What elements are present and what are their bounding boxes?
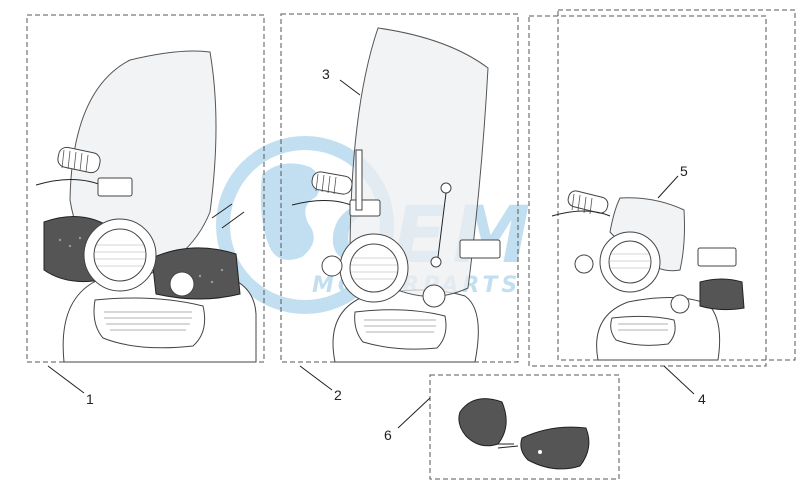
assembly-2-mount-knob-lower (430, 256, 442, 268)
assembly-2-mount-knob-upper (440, 182, 452, 194)
assembly-6-right-handguard (520, 426, 590, 470)
assembly-6-handguards (429, 374, 620, 480)
callout-2: 2 (334, 387, 342, 403)
leader-line-4 (663, 365, 695, 395)
assembly-6-frame (429, 374, 620, 480)
assembly-1-right-handguard (151, 247, 241, 300)
leader-line-6 (397, 397, 431, 429)
callout-3: 3 (322, 66, 330, 82)
assembly-4-flyscreen-kit (528, 9, 796, 367)
assembly-2-windshield-kit (280, 13, 519, 363)
callout-1: 1 (86, 391, 94, 407)
assembly-2-frame (280, 13, 519, 363)
leader-line-1 (47, 365, 85, 394)
leader-line-2 (299, 365, 333, 391)
assembly-4-frame-front (528, 15, 767, 367)
callout-6: 6 (384, 427, 392, 443)
leader-line-3 (339, 79, 361, 96)
assembly-6-left-handguard (458, 398, 507, 447)
leader-lines (47, 79, 695, 429)
assembly-1-frame (26, 14, 265, 363)
callout-labels: 1 2 3 4 5 6 (86, 66, 706, 443)
leader-line-5 (657, 175, 679, 199)
assembly-1-windshield-kit (26, 14, 265, 363)
callout-4: 4 (698, 391, 706, 407)
callout-5: 5 (680, 163, 688, 179)
